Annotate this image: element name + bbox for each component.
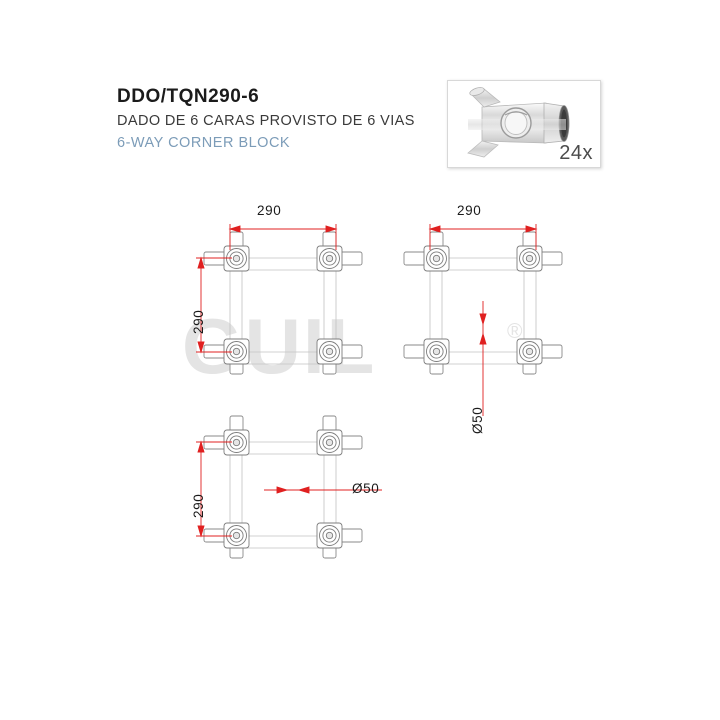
drawing-view-top-left: 290 290: [186, 203, 386, 396]
product-photo: [448, 81, 600, 167]
drawing-view-bottom-left: 290 Ø50: [186, 412, 426, 572]
dim-width-label-view2: 290: [457, 203, 482, 218]
dim-height-label-view3: 290: [191, 493, 206, 518]
product-photo-box: 24x: [447, 80, 601, 168]
quantity-badge: 24x: [559, 142, 593, 164]
dim-diameter-label-view3: Ø50: [352, 481, 380, 496]
title-block: DDO/TQN290-6 DADO DE 6 CARAS PROVISTO DE…: [117, 86, 415, 151]
dim-height-label-view1: 290: [191, 309, 206, 334]
product-description-es: DADO DE 6 CARAS PROVISTO DE 6 VIAS: [117, 112, 415, 129]
dim-width-label-view1: 290: [257, 203, 282, 218]
product-description-en: 6-WAY CORNER BLOCK: [117, 134, 291, 151]
drawing-view-top-right: 290 Ø50: [403, 203, 606, 436]
product-code: DDO/TQN290-6: [117, 86, 260, 107]
dim-diameter-label-view2: Ø50: [470, 406, 485, 434]
